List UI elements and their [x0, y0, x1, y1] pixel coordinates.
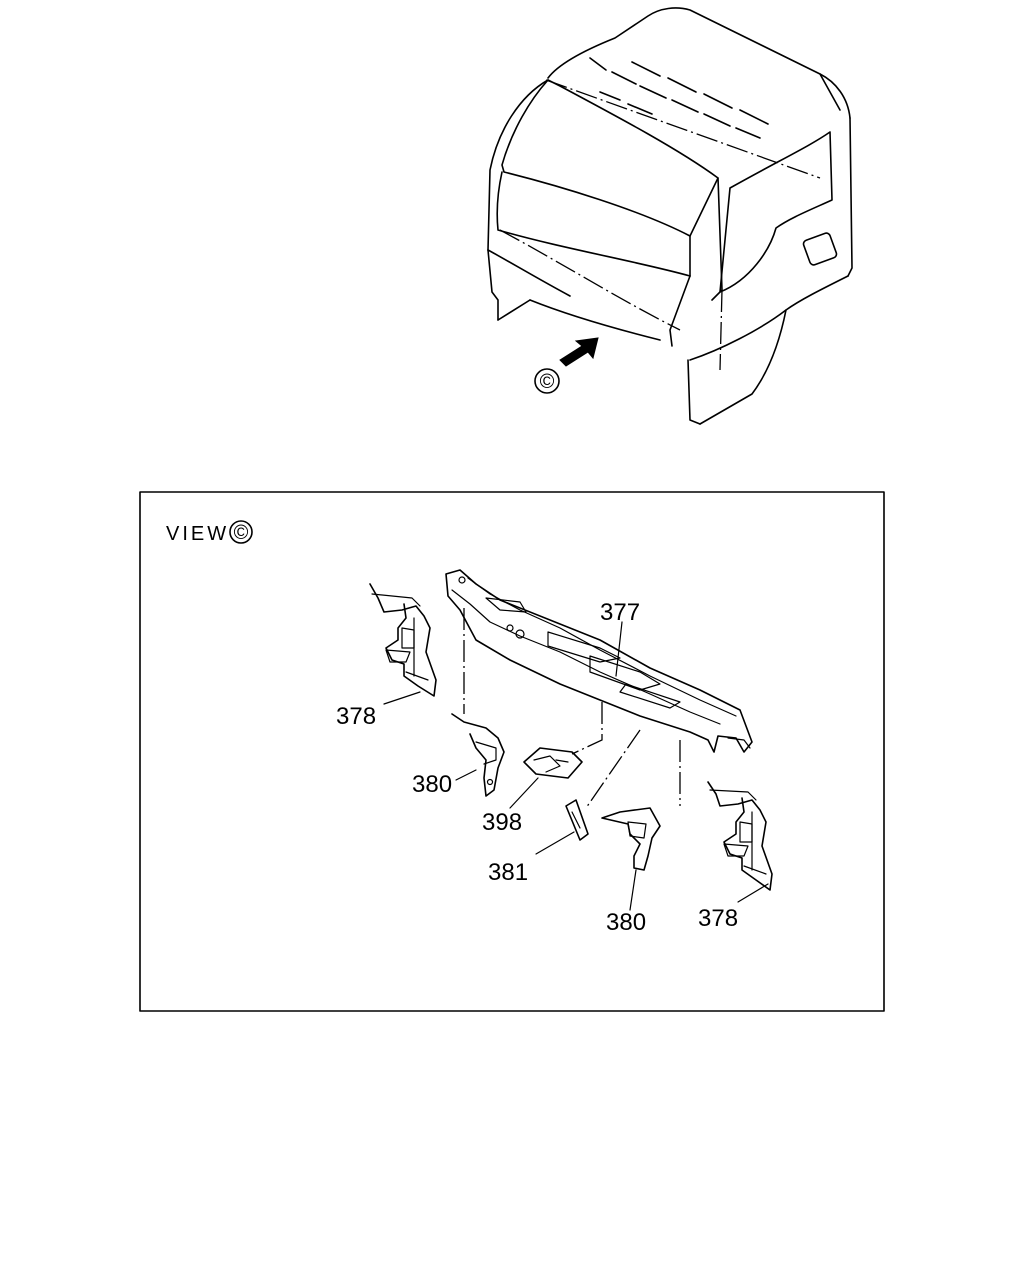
label-398: 398: [482, 809, 522, 836]
assembly-lines: [463, 608, 681, 809]
part-378-left-bracket: [369, 583, 437, 697]
part-377-cross-member: [445, 569, 753, 753]
label-381: 381: [488, 859, 528, 886]
label-380-left: 380: [412, 771, 452, 798]
view-title: VIEW: [166, 523, 229, 545]
view-title-circle: [229, 520, 253, 544]
part-378-right-bracket: [707, 781, 773, 891]
view-marker-circle: [534, 368, 560, 394]
leader-lines: [383, 621, 769, 911]
label-378-right: 378: [698, 905, 738, 932]
view-frame: [139, 491, 885, 1012]
label-378-left: 378: [336, 703, 376, 730]
part-380-right-bracket: [601, 807, 661, 871]
label-377: 377: [600, 599, 640, 626]
view-title-symbol: ©: [234, 522, 249, 544]
part-380-left-bracket: [451, 713, 505, 797]
view-marker-label: ©: [540, 371, 555, 393]
view-direction-arrow: [559, 337, 599, 367]
label-380-right: 380: [606, 909, 646, 936]
truck-cab-illustration: ©: [487, 7, 853, 425]
part-381-plate: [565, 799, 589, 841]
part-398-plate: [523, 747, 583, 779]
